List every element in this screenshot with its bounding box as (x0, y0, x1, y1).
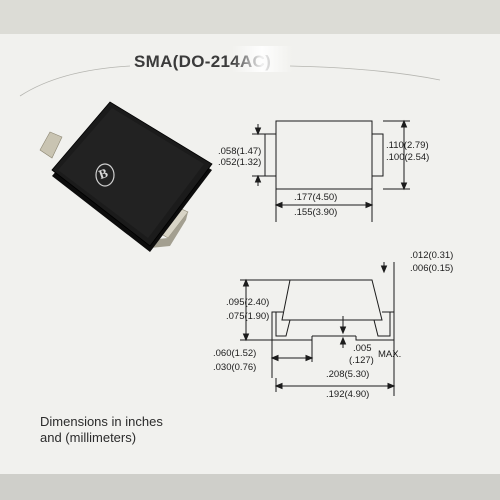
top-view-body (275, 120, 373, 190)
title-rule-right (289, 65, 441, 81)
body-length-min-label: .155(3.90) (294, 207, 338, 218)
side-view-drawing (240, 262, 396, 396)
body-top-inner (58, 108, 204, 238)
arrowhead (380, 265, 388, 274)
standoff-max-label: MAX. (378, 349, 402, 360)
arrowhead (387, 382, 396, 390)
lead-width-min-label: .100(2.54) (386, 152, 430, 163)
arrowhead (400, 182, 408, 191)
standoff-label: .005 (353, 343, 372, 354)
arrowhead (274, 382, 283, 390)
overall-length-min-label: .192(4.90) (326, 389, 370, 400)
arrowhead (339, 326, 347, 335)
arrowhead (305, 354, 314, 362)
side-height-min-label: .075(1.90) (226, 311, 270, 322)
title-rule-left (19, 65, 131, 97)
light-glare (232, 46, 292, 72)
arrowhead (274, 201, 283, 209)
component-photo (39, 101, 213, 252)
right-lead-outline (373, 311, 391, 337)
overall-length-max-label: .208(5.30) (326, 369, 370, 380)
bottom-shadow-band (0, 474, 500, 500)
side-view-body (281, 279, 383, 321)
arrowhead (242, 278, 250, 287)
units-note-line1: Dimensions in inches (40, 414, 163, 429)
logo-ring (95, 163, 115, 187)
upper-lead (39, 131, 63, 159)
top-height-max-label: .058(1.47) (218, 146, 262, 157)
side-height-max-label: .095(2.40) (226, 297, 270, 308)
arrowhead (254, 174, 262, 183)
arrowhead (400, 119, 408, 128)
arrowhead (270, 354, 279, 362)
arrowhead (365, 201, 374, 209)
top-height-min-label: .052(1.32) (218, 157, 262, 168)
units-note-line2: and (millimeters) (40, 430, 137, 445)
top-view-drawing (252, 119, 410, 222)
top-shadow-band (0, 0, 500, 34)
lead-thickness-min-label: .006(0.15) (410, 263, 454, 274)
lead-length-max-label: .060(1.52) (213, 348, 257, 359)
lead-length-min-label: .030(0.76) (213, 362, 257, 373)
datasheet-page (0, 34, 500, 474)
top-view-right-lead (371, 133, 384, 177)
lead-width-max-label: .110(2.79) (386, 140, 429, 151)
arrowhead (254, 127, 262, 136)
arrowhead (339, 336, 347, 345)
arrowhead (242, 333, 250, 342)
body-length-max-label: .177(4.50) (294, 192, 338, 203)
standoff-mm-label: (.127) (349, 355, 374, 366)
lead-thickness-max-label: .012(0.31) (410, 250, 454, 261)
top-view-left-lead (264, 133, 277, 177)
